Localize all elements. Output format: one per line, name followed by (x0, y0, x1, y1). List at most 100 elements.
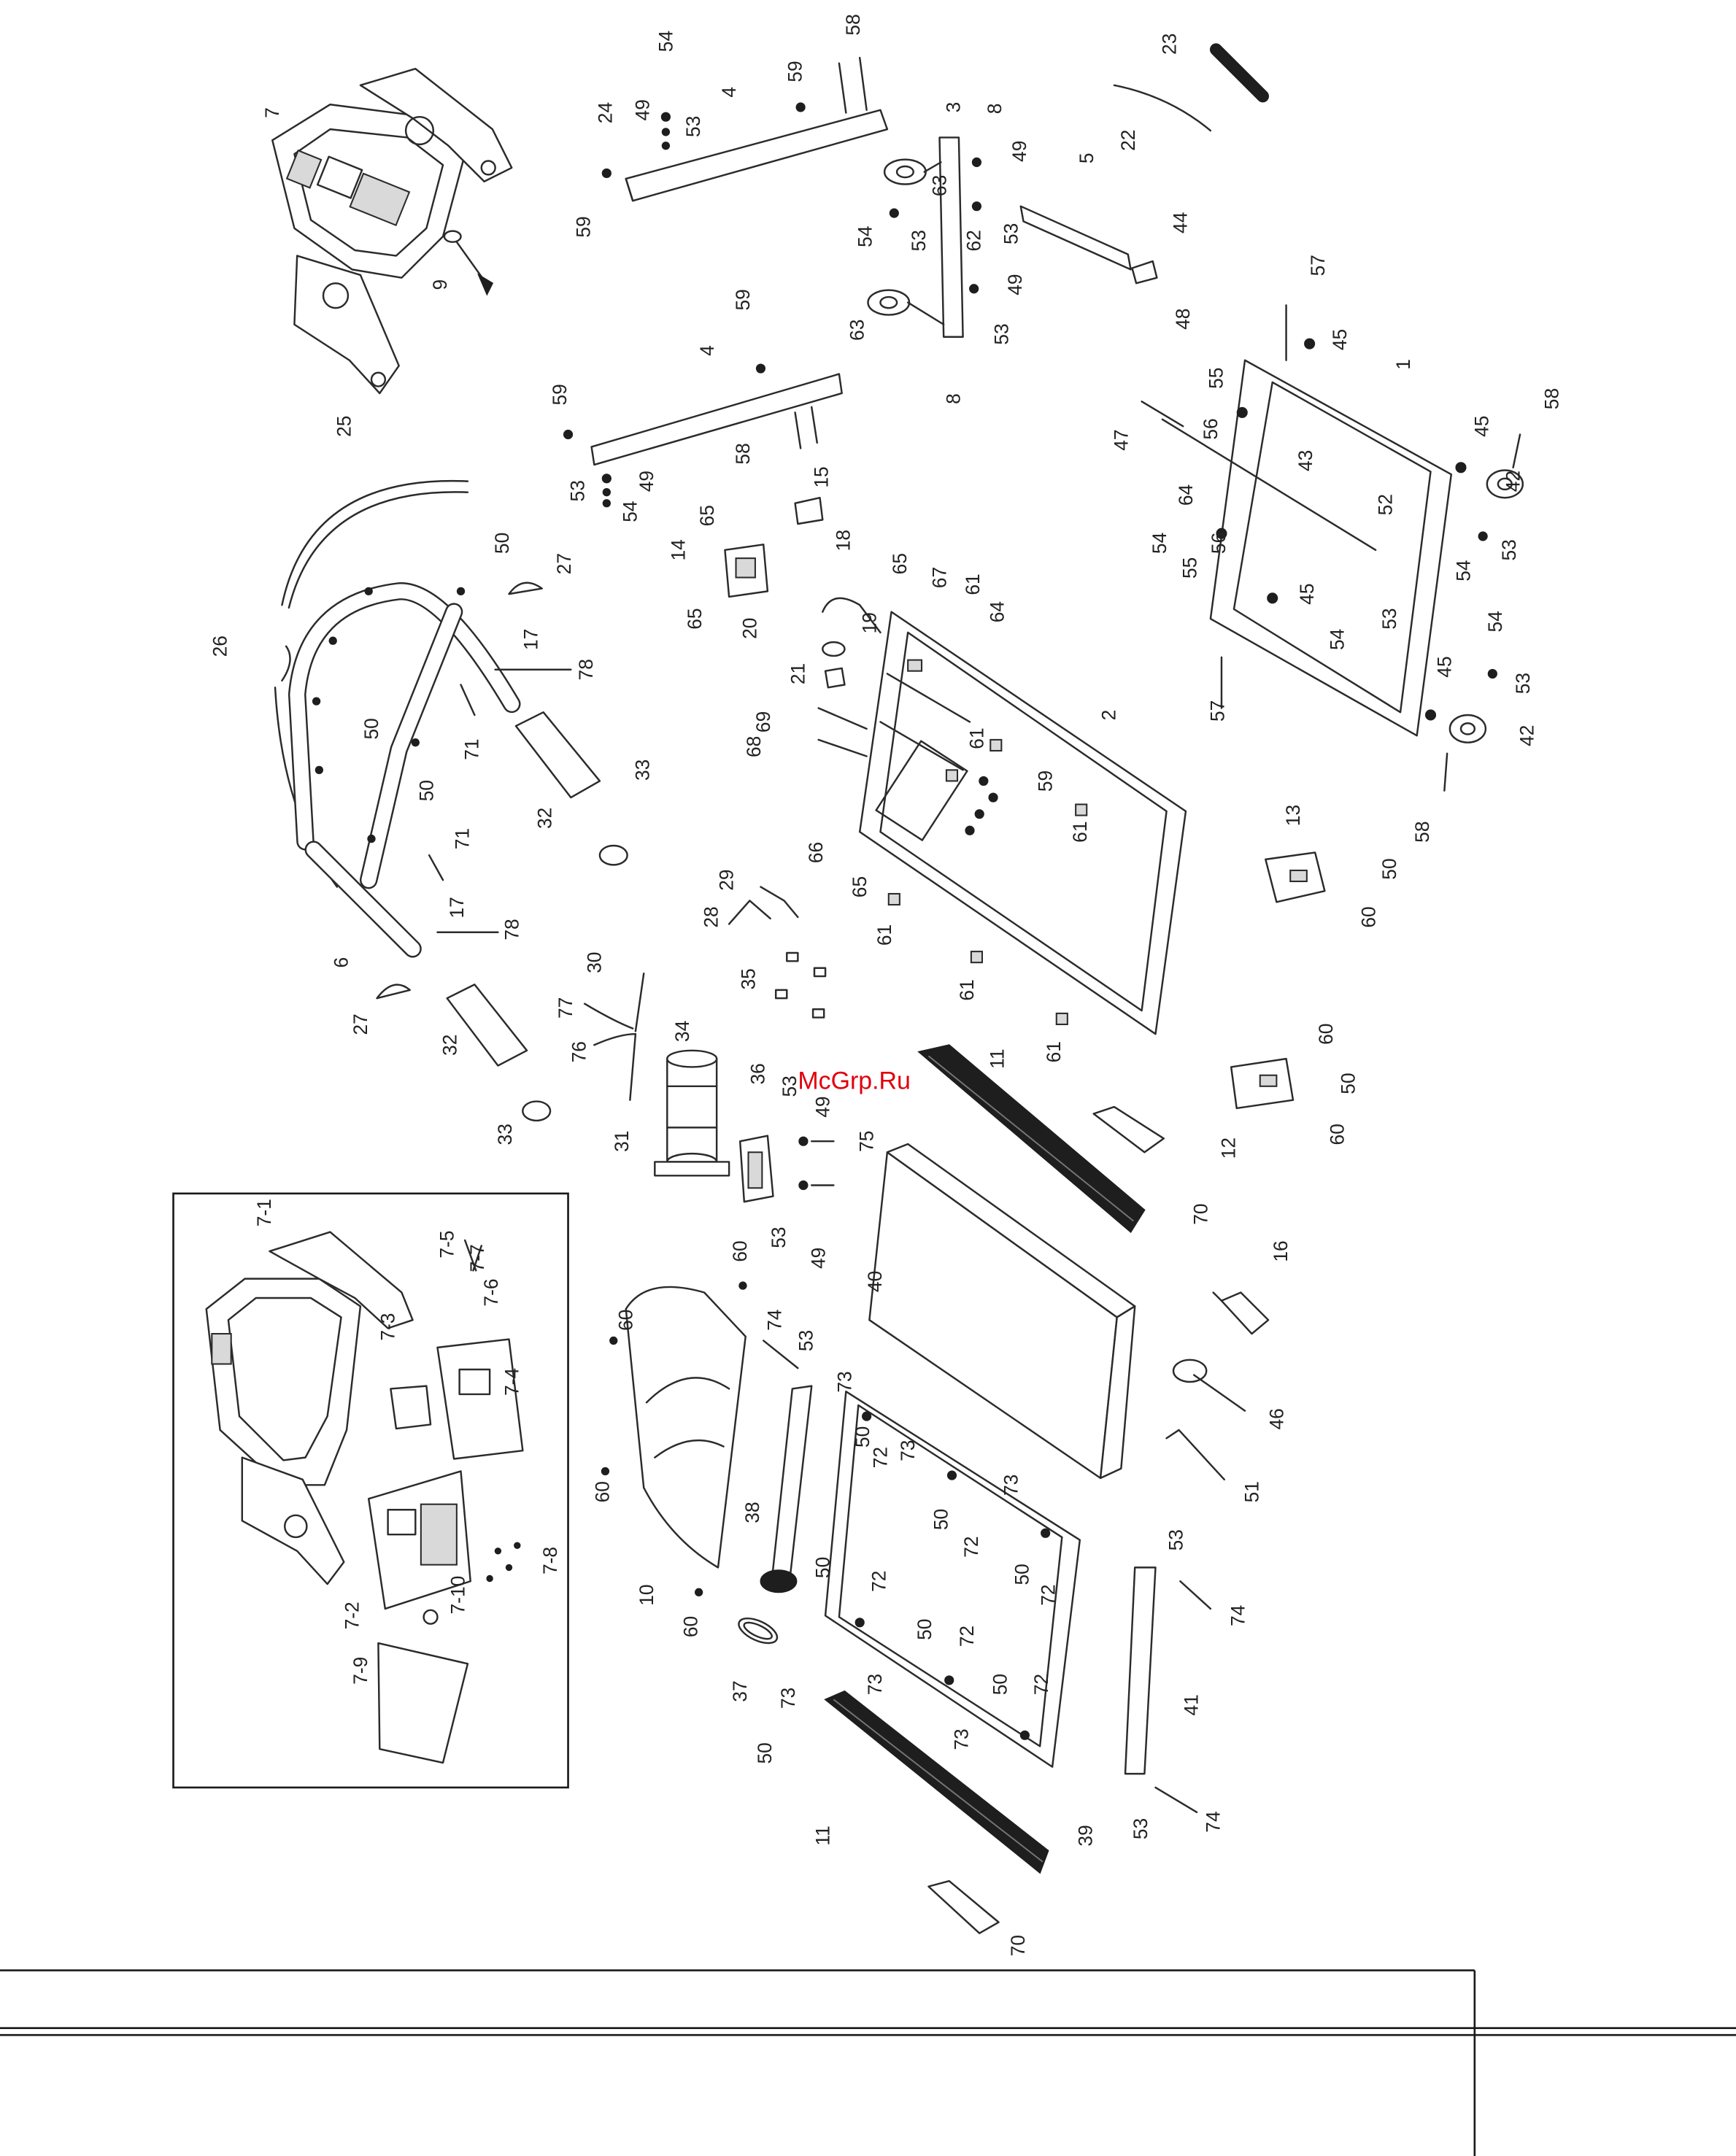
part-label-67: 67 (929, 567, 951, 588)
part-label-28: 28 (701, 906, 722, 927)
part-label-45: 45 (1329, 329, 1351, 350)
part-label-16: 16 (1270, 1240, 1292, 1261)
part-label-60: 60 (1326, 1124, 1348, 1145)
part-label-14: 14 (667, 539, 689, 560)
part-label-73: 73 (833, 1371, 855, 1392)
part-label-32: 32 (439, 1035, 460, 1056)
part-label-53: 53 (1130, 1818, 1151, 1839)
part-label-61: 61 (1043, 1041, 1065, 1062)
watermark: McGrp.Ru (798, 1067, 911, 1095)
part-label-42: 42 (1516, 725, 1538, 746)
part-label-50: 50 (754, 1742, 776, 1763)
part-label-4: 4 (696, 345, 718, 356)
part-label-45: 45 (1433, 656, 1455, 677)
washers-35 (774, 951, 827, 1019)
part-label-65: 65 (696, 505, 718, 526)
part-label-7-7: 7-7 (466, 1244, 488, 1272)
part-label-49: 49 (1008, 141, 1030, 162)
part-label-70: 70 (1007, 1935, 1029, 1956)
part-label-65: 65 (684, 608, 706, 629)
part-label-54: 54 (619, 501, 641, 522)
part-label-76: 76 (568, 1041, 590, 1062)
part-label-12: 12 (1217, 1137, 1239, 1159)
part-label-50: 50 (360, 718, 382, 739)
part-label-33: 33 (631, 760, 653, 781)
part-label-59: 59 (549, 384, 571, 405)
part-label-53: 53 (908, 230, 930, 251)
part-label-7-3: 7-3 (377, 1313, 399, 1341)
part-label-60: 60 (615, 1310, 637, 1331)
part-label-50: 50 (811, 1557, 833, 1578)
part-label-18: 18 (833, 530, 855, 551)
part-label-7-9: 7-9 (350, 1657, 371, 1685)
part-label-42: 42 (1502, 471, 1524, 492)
console-keypad (285, 149, 411, 227)
part-label-73: 73 (1000, 1475, 1022, 1496)
handrail-cable-25 (281, 479, 469, 609)
part-label-45: 45 (1470, 416, 1492, 437)
part-label-53: 53 (1498, 539, 1520, 560)
part-label-58: 58 (732, 443, 754, 464)
safety-key (443, 230, 494, 296)
console-assembly (271, 68, 513, 395)
part-label-50: 50 (491, 533, 513, 554)
part-label-64: 64 (1175, 484, 1197, 506)
part-label-19: 19 (858, 612, 880, 633)
part-label-59: 59 (572, 216, 594, 237)
part-label-5: 5 (1076, 152, 1097, 163)
part-label-27: 27 (553, 553, 575, 574)
part-label-37: 37 (729, 1680, 751, 1701)
motor-cover-13 (1265, 851, 1326, 903)
part-label-11: 11 (811, 1825, 833, 1845)
part-label-57: 57 (1307, 255, 1329, 276)
base-frame (1141, 304, 1521, 792)
grip-sleeve-32-lower (446, 984, 528, 1067)
part-label-10: 10 (636, 1584, 657, 1605)
part-label-73: 73 (951, 1728, 973, 1750)
part-label-29: 29 (715, 869, 737, 890)
part-label-71: 71 (451, 828, 473, 849)
part-label-17: 17 (446, 897, 468, 918)
part-label-60: 60 (1358, 906, 1380, 927)
part-label-7-8: 7-8 (539, 1547, 561, 1575)
part-label-59: 59 (732, 289, 754, 310)
part-label-60: 60 (729, 1240, 751, 1261)
part-label-62: 62 (963, 230, 985, 251)
part-label-50: 50 (1378, 858, 1400, 879)
rail-cap-70-upper (1092, 1105, 1165, 1154)
part-label-49: 49 (631, 99, 653, 120)
part-label-39: 39 (1074, 1825, 1096, 1846)
part-label-53: 53 (1378, 608, 1400, 629)
part-label-49: 49 (808, 1248, 830, 1269)
part-label-71: 71 (461, 738, 483, 760)
part-label-64: 64 (987, 601, 1008, 622)
part-label-72: 72 (960, 1536, 982, 1557)
part-label-21: 21 (787, 663, 809, 684)
part-label-60: 60 (679, 1616, 701, 1637)
grip-sleeve-32-upper (514, 711, 601, 799)
handrail-frame-6 (288, 582, 521, 958)
drive-belt-37 (738, 1617, 779, 1645)
part-label-43: 43 (1295, 450, 1316, 471)
part-label-8: 8 (984, 104, 1006, 115)
part-label-17: 17 (520, 629, 542, 650)
part-label-50: 50 (852, 1426, 873, 1448)
part-label-7-2: 7-2 (342, 1601, 363, 1629)
part-label-49: 49 (811, 1096, 833, 1117)
part-label-50: 50 (1011, 1564, 1033, 1585)
part-label-53: 53 (779, 1075, 801, 1097)
part-label-68: 68 (743, 736, 765, 757)
upright-tube-upper (601, 56, 889, 202)
part-label-74: 74 (1227, 1605, 1249, 1626)
part-label-4: 4 (718, 87, 740, 98)
part-label-53: 53 (990, 323, 1012, 344)
part-label-7: 7 (261, 107, 283, 118)
end-cap-44 (1131, 260, 1158, 285)
part-label-57: 57 (1206, 700, 1228, 722)
part-label-7-10: 7-10 (447, 1576, 469, 1615)
part-label-72: 72 (868, 1571, 890, 1592)
rear-wheel-lower (1448, 714, 1487, 743)
part-label-60: 60 (592, 1481, 614, 1502)
part-label-40: 40 (864, 1271, 886, 1292)
